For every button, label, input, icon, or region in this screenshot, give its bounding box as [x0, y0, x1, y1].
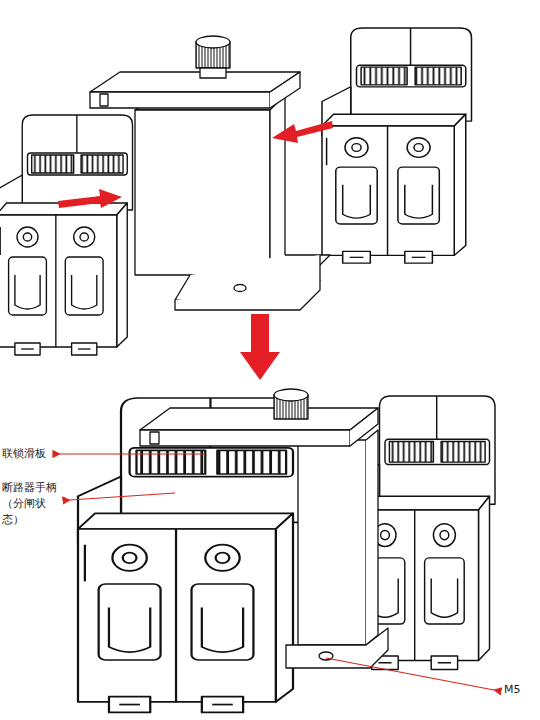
part-label: 联锁滑板	[2, 446, 46, 462]
interlock-bracket	[90, 36, 330, 310]
interlock-bracket	[140, 389, 388, 668]
circuit-breaker	[352, 396, 495, 670]
leader-line	[60, 454, 494, 690]
circuit-breaker	[0, 115, 133, 355]
part-label: 断路器手柄（分闸状态）	[2, 480, 62, 528]
circuit-breaker	[322, 28, 472, 263]
motion-arrow	[58, 121, 333, 380]
part-label: M5	[504, 682, 521, 698]
